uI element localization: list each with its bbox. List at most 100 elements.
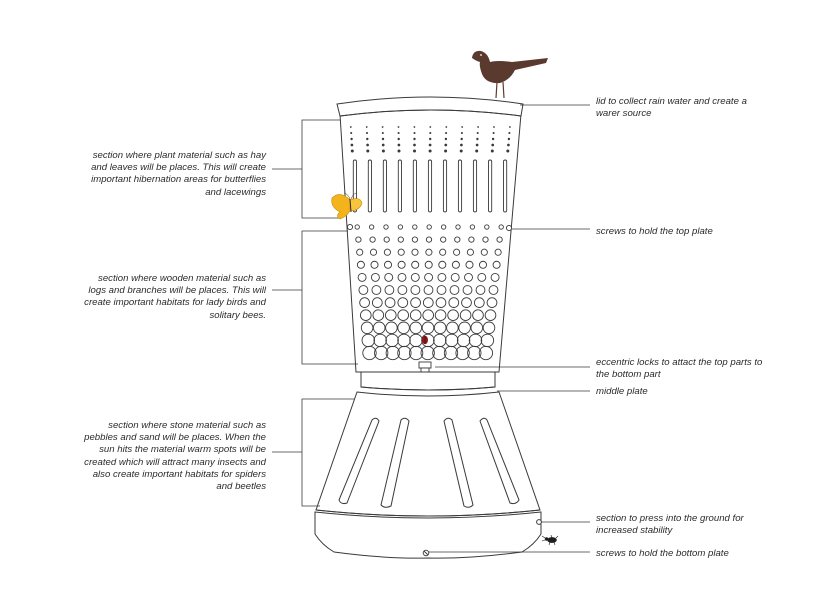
perforation-circle [475, 285, 486, 295]
perforation-dot [428, 143, 432, 147]
perforation-circle [451, 260, 460, 269]
perforation-circle [371, 285, 382, 295]
ventilation-slot [352, 159, 357, 213]
perforation-circle [397, 321, 410, 335]
perforation-circle [409, 333, 423, 348]
perforation-dot [506, 149, 510, 153]
perforation-dot [397, 137, 400, 141]
perforation-circle [397, 224, 404, 230]
perforation-dot [429, 131, 432, 135]
base-slots [338, 417, 520, 508]
middle-plate [360, 371, 496, 391]
middle-plate-note: middle plate [596, 386, 648, 397]
perforation-circle [372, 309, 385, 322]
perforation-circle [439, 248, 447, 256]
perforation-circle [464, 272, 473, 282]
perforation-dot [507, 137, 511, 141]
perforation-dot [428, 149, 432, 153]
butterfly-icon [331, 192, 363, 220]
perforation-circle [412, 224, 418, 230]
perforation-circle [409, 321, 423, 335]
perforation-circle [397, 285, 408, 295]
perforation-circle [436, 285, 447, 295]
perforation-circle [384, 285, 395, 295]
perforation-circle [362, 345, 377, 361]
top-screws-note: screws to hold the top plate [596, 226, 713, 237]
perforation-dot [366, 149, 370, 153]
perforation-dot [381, 137, 385, 141]
perforation-dot [492, 131, 495, 135]
perforation-circle [397, 260, 406, 269]
perforation-circle [443, 345, 459, 361]
perforation-dot [365, 126, 368, 128]
perforation-circle [433, 321, 447, 335]
perforation-dot [444, 149, 448, 153]
perforation-circle [360, 321, 374, 335]
beetle-icon [541, 534, 559, 546]
perforation-circle [356, 248, 364, 256]
perforation-circle [494, 248, 502, 256]
ventilation-slot [442, 159, 448, 213]
perforation-circle [480, 333, 495, 348]
perforation-circle [468, 333, 483, 348]
perforation-circle [466, 248, 474, 256]
perforation-dot [491, 137, 495, 141]
ladybird-icon [422, 335, 428, 345]
perforation-circle [446, 321, 459, 335]
lid-note: lid to collect rain water and create a w… [596, 96, 747, 120]
bottom-base [315, 391, 541, 517]
perforation-circle [425, 248, 433, 256]
perforation-circle [357, 272, 367, 282]
stone-section-note: section where stone material such as peb… [84, 420, 266, 493]
perforation-dot [350, 149, 354, 153]
perforation-circle [411, 260, 420, 269]
perforation-dot [476, 137, 479, 141]
perforation-circle [424, 260, 433, 269]
perforation-circle [425, 236, 433, 243]
perforation-dot [350, 137, 353, 141]
perforation-circle [488, 285, 499, 295]
perforation-circle [397, 345, 412, 361]
ventilation-slot [427, 159, 433, 213]
ground-section [314, 511, 542, 559]
perforation-circle [490, 272, 500, 282]
perforation-circle [433, 333, 447, 348]
perforation-circle [440, 236, 447, 243]
perforation-circle [383, 248, 391, 256]
perforation-circle [456, 333, 471, 348]
plant-section-note: section where plant material such as hay… [91, 150, 266, 198]
perforation-circle [478, 345, 494, 361]
perforation-circle [434, 309, 447, 322]
perforation-circle [469, 224, 476, 230]
perforation-dot [444, 143, 448, 147]
perforation-dot [365, 131, 369, 135]
perforation-circle [372, 321, 386, 335]
perforation-circle [440, 224, 447, 230]
perforation-dot [445, 126, 448, 128]
perforation-dot [397, 126, 400, 128]
perforation-circle [473, 297, 485, 308]
perforation-dot [475, 143, 479, 147]
perforation-dot [445, 131, 448, 135]
perforation-circle [435, 297, 447, 308]
perforation-circle [385, 345, 400, 361]
perforation-circle [384, 297, 396, 308]
perforation-circle [426, 224, 432, 230]
perforation-circle [449, 285, 460, 295]
perforation-dot [413, 131, 416, 135]
ventilation-slot [367, 159, 372, 213]
lid [336, 96, 524, 117]
perforation-circle [408, 345, 424, 361]
right-leader-lines [429, 104, 590, 553]
bottom-screws-note: screws to hold the bottom plate [596, 548, 729, 559]
perforation-circle [458, 321, 471, 335]
ventilation-slot [488, 159, 493, 213]
ventilation-slot [472, 159, 478, 213]
perforation-circle [397, 236, 404, 243]
perforation-circle [498, 224, 504, 230]
perforation-dot [381, 131, 384, 135]
ventilation-slot [412, 159, 417, 213]
perforation-dot [476, 131, 479, 135]
perforation-circle [397, 309, 410, 322]
perforation-circle [432, 345, 447, 361]
